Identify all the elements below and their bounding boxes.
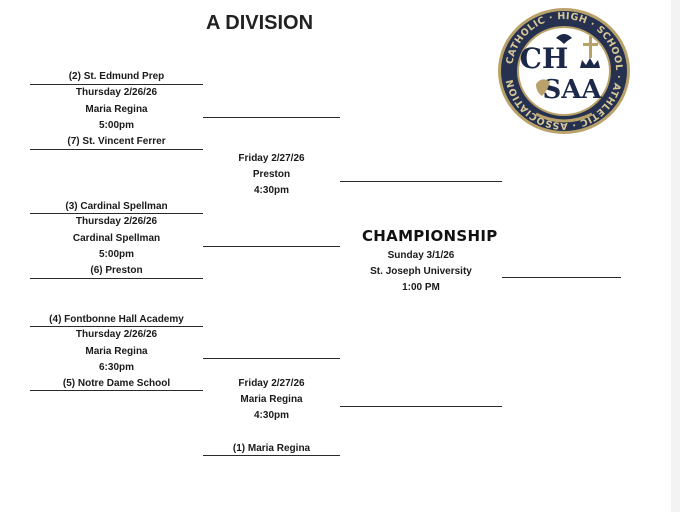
r1g1-top-team: (2) St. Edmund Prep: [68, 71, 165, 82]
bye-team-line: [203, 455, 340, 456]
semi1-time: 4:30pm: [253, 185, 289, 196]
r1g2-bottom-team: (6) Preston: [90, 265, 143, 276]
cross-icon: [583, 36, 598, 58]
r1g2-location: Cardinal Spellman: [72, 233, 161, 244]
semi2-location: Maria Regina: [240, 394, 303, 405]
dove-icon: [556, 34, 572, 44]
r1g2-top-line: [30, 213, 203, 214]
laurel-icon: [535, 112, 593, 123]
r1g2-time: 5:00pm: [98, 249, 134, 260]
bye-team: (1) Maria Regina: [232, 443, 311, 454]
eagle-icon: [536, 79, 550, 96]
semi1-date: Friday 2/27/26: [238, 153, 305, 164]
r1g1-location: Maria Regina: [85, 104, 148, 115]
r1g2-date: Thursday 2/26/26: [75, 216, 158, 227]
r1g3-location: Maria Regina: [85, 346, 148, 357]
semi2-date: Friday 2/27/26: [238, 378, 305, 389]
r1g3-date: Thursday 2/26/26: [75, 329, 158, 340]
r1g1-time: 5:00pm: [98, 120, 134, 131]
r1g3-time: 6:30pm: [98, 362, 134, 373]
r1g3-bottom-line: [30, 390, 203, 391]
chsaa-logo: CATHOLIC · HIGH · SCHOOL · ATHLETIC · AS…: [498, 8, 630, 134]
championship-date: Sunday 3/1/26: [387, 250, 455, 261]
r1g2-top-team: (3) Cardinal Spellman: [65, 201, 168, 212]
r1g1-bottom-team: (7) St. Vincent Ferrer: [67, 136, 166, 147]
championship-time: 1:00 PM: [402, 282, 440, 293]
champion-line: [502, 277, 621, 278]
r1g1-top-line: [30, 84, 203, 85]
scrollbar[interactable]: [671, 0, 680, 512]
championship-label: CHAMPIONSHIP: [362, 227, 498, 245]
r1g2-winner-line: [203, 246, 340, 247]
semi1-location: Preston: [252, 169, 291, 180]
crown-icon: [580, 58, 600, 68]
semi2-winner-line: [340, 406, 502, 407]
r1g1-bottom-line: [30, 149, 203, 150]
logo-monogram-ch: CH: [520, 42, 569, 75]
logo-monogram-saa: SAA: [542, 75, 602, 105]
semi2-time: 4:30pm: [253, 410, 289, 421]
page-title: A DIVISION: [206, 12, 314, 34]
r1g3-top-team: (4) Fontbonne Hall Academy: [49, 314, 184, 325]
r1g1-date: Thursday 2/26/26: [75, 87, 158, 98]
r1g2-bottom-line: [30, 278, 203, 279]
r1g3-bottom-team: (5) Notre Dame School: [62, 378, 171, 389]
semi1-winner-line: [340, 181, 502, 182]
r1g3-top-line: [30, 326, 203, 327]
championship-location: St. Joseph University: [370, 266, 472, 277]
r1g3-winner-line: [203, 358, 340, 359]
r1g1-winner-line: [203, 117, 340, 118]
